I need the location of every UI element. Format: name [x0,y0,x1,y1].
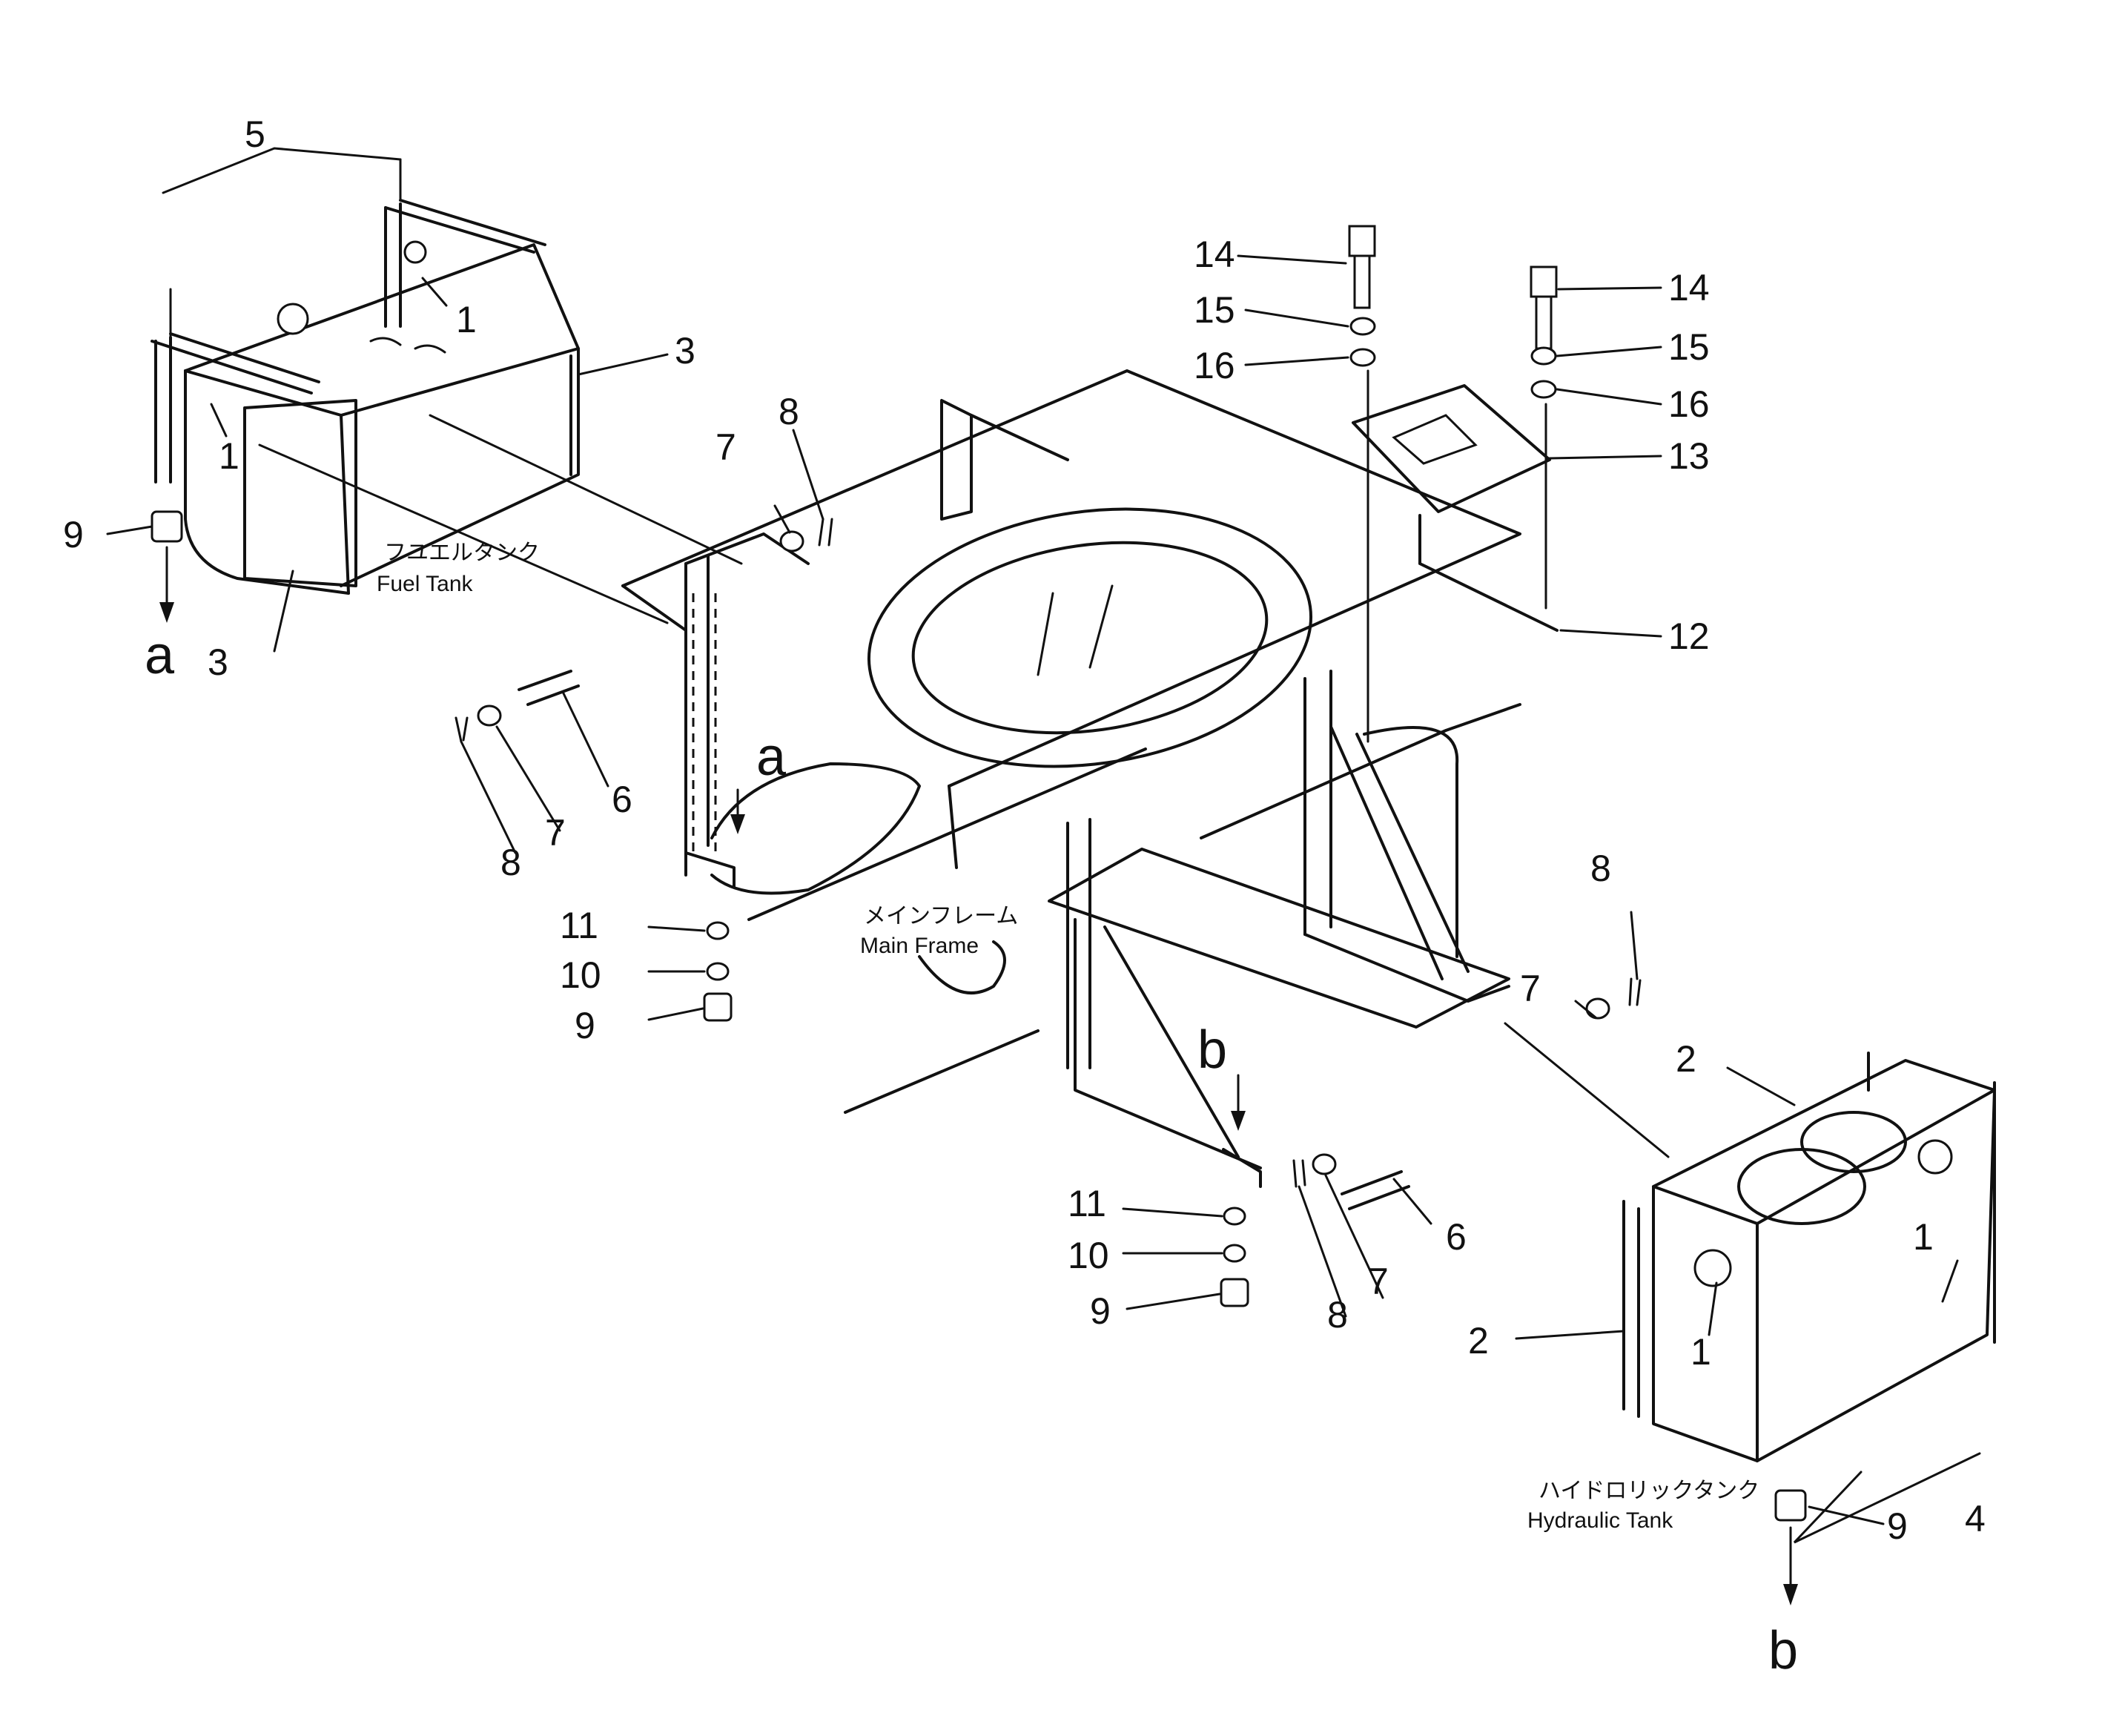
callout-9-hyd: 9 [1887,1505,1908,1547]
callout-4: 4 [1965,1498,1986,1539]
callout-3-bottom: 3 [208,641,228,683]
callout-9-b: 9 [1090,1290,1111,1332]
callout-2-top: 2 [1676,1038,1696,1080]
callout-16-left: 16 [1194,345,1235,386]
callout-1-hyd-left: 1 [1690,1331,1711,1373]
main-frame-label-jp: メインフレーム [864,904,1018,928]
callout-10-a: 10 [560,954,601,996]
main-frame-drawing [258,369,1670,1188]
ref-a-frame: a [756,727,787,787]
callout-16-right: 16 [1668,383,1710,425]
hydraulic-tank-label-jp: ハイドロリックタンク [1539,1479,1759,1503]
callout-8-left: 8 [500,842,521,883]
callout-8-far-right: 8 [1590,848,1611,889]
callout-6-left: 6 [612,779,632,820]
hydraulic-tank-drawing [1622,1052,1996,1462]
main-frame-label: Main Frame [860,934,979,958]
ref-b-hyd: b [1768,1621,1798,1680]
callout-14-right: 14 [1668,267,1710,308]
callout-11-b: 11 [1068,1183,1106,1224]
fuel-tank-drawing [151,199,580,595]
ref-a-fuel: a [145,626,175,685]
callout-11-a: 11 [560,905,598,946]
callout-2-left: 2 [1468,1320,1489,1362]
callout-13: 13 [1668,435,1710,477]
callout-1-hyd-right: 1 [1913,1216,1934,1258]
callout-7-upper: 7 [715,426,736,468]
callout-6-right: 6 [1446,1216,1467,1258]
fuel-tank-label-jp: フユエルタンク [384,541,540,565]
fuel-tank-label: Fuel Tank [377,572,474,596]
callout-3-top: 3 [675,330,695,372]
callout-5: 5 [245,113,265,155]
callout-7-far-right: 7 [1520,968,1541,1009]
callout-1-fuel-top: 1 [456,299,477,340]
callout-15-right: 15 [1668,326,1710,368]
reference-letters: a a b b [145,626,1798,1680]
component-captions: フユエルタンク Fuel Tank メインフレーム Main Frame ハイド… [377,541,1759,1533]
leader-lines [106,147,1981,1605]
callout-9-a: 9 [575,1005,595,1046]
callout-7-right: 7 [1368,1261,1389,1302]
callout-numbers: 5 1 1 3 3 9 14 15 16 14 15 16 13 12 7 8 … [63,113,1986,1547]
callout-7-left: 7 [545,812,566,854]
ref-b-frame: b [1197,1020,1227,1080]
callout-8-upper: 8 [779,391,799,432]
callout-8-right: 8 [1327,1294,1348,1336]
small-parts [151,225,1807,1522]
callout-1-fuel-left: 1 [219,435,239,477]
callout-15-left: 15 [1194,289,1235,331]
callout-9-fuel: 9 [63,514,84,555]
callout-14-left: 14 [1194,234,1235,275]
callout-12: 12 [1668,615,1710,657]
callout-10-b: 10 [1068,1235,1109,1276]
hydraulic-tank-label: Hydraulic Tank [1527,1508,1673,1533]
